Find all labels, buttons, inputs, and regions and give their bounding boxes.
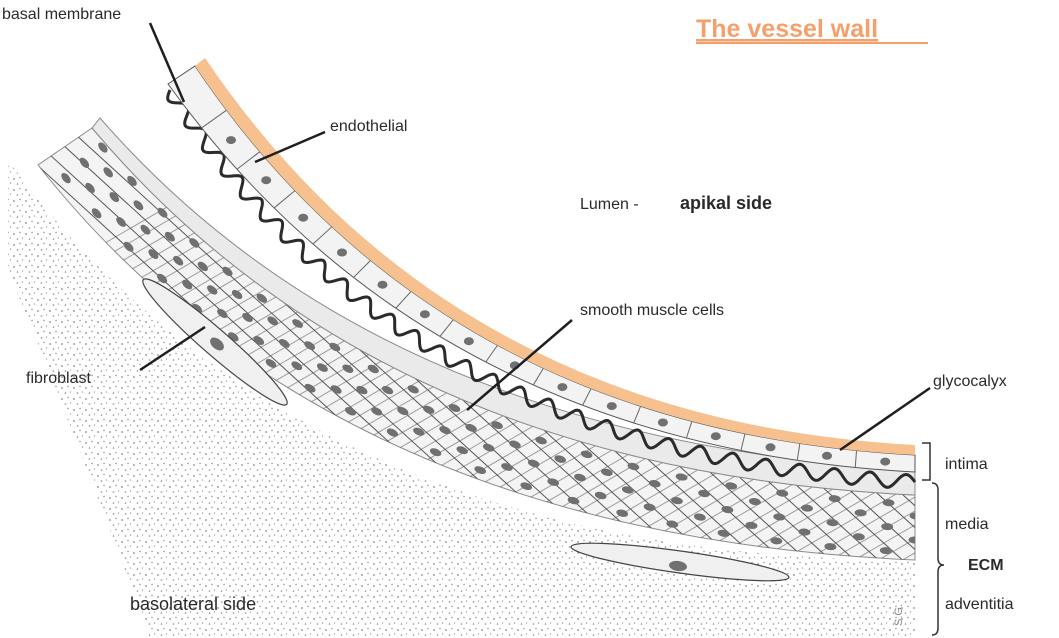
glycocalyx-label: glycocalyx <box>933 373 1007 390</box>
basal-membrane-pointer <box>150 23 184 102</box>
layer-bracket <box>922 443 944 635</box>
basal-membrane-label: basal membrane <box>2 6 121 23</box>
diagram-title: The vessel wall <box>696 15 878 43</box>
ecm-label: ECM <box>968 557 1004 574</box>
smooth-muscle-label: smooth muscle cells <box>580 302 724 319</box>
fibroblast-label: fibroblast <box>26 370 91 387</box>
signature-text: S.G. <box>893 604 905 626</box>
apical-side-label: apikal side <box>680 193 772 213</box>
basolateral-label: basolateral side <box>130 594 256 614</box>
intima-label: intima <box>945 456 988 473</box>
lumen-label: Lumen - <box>580 196 639 213</box>
adventitia-label: adventitia <box>945 596 1014 613</box>
endothelial-label: endothelial <box>330 118 407 135</box>
media-label: media <box>945 516 989 533</box>
glycocalyx-pointer <box>840 388 930 450</box>
